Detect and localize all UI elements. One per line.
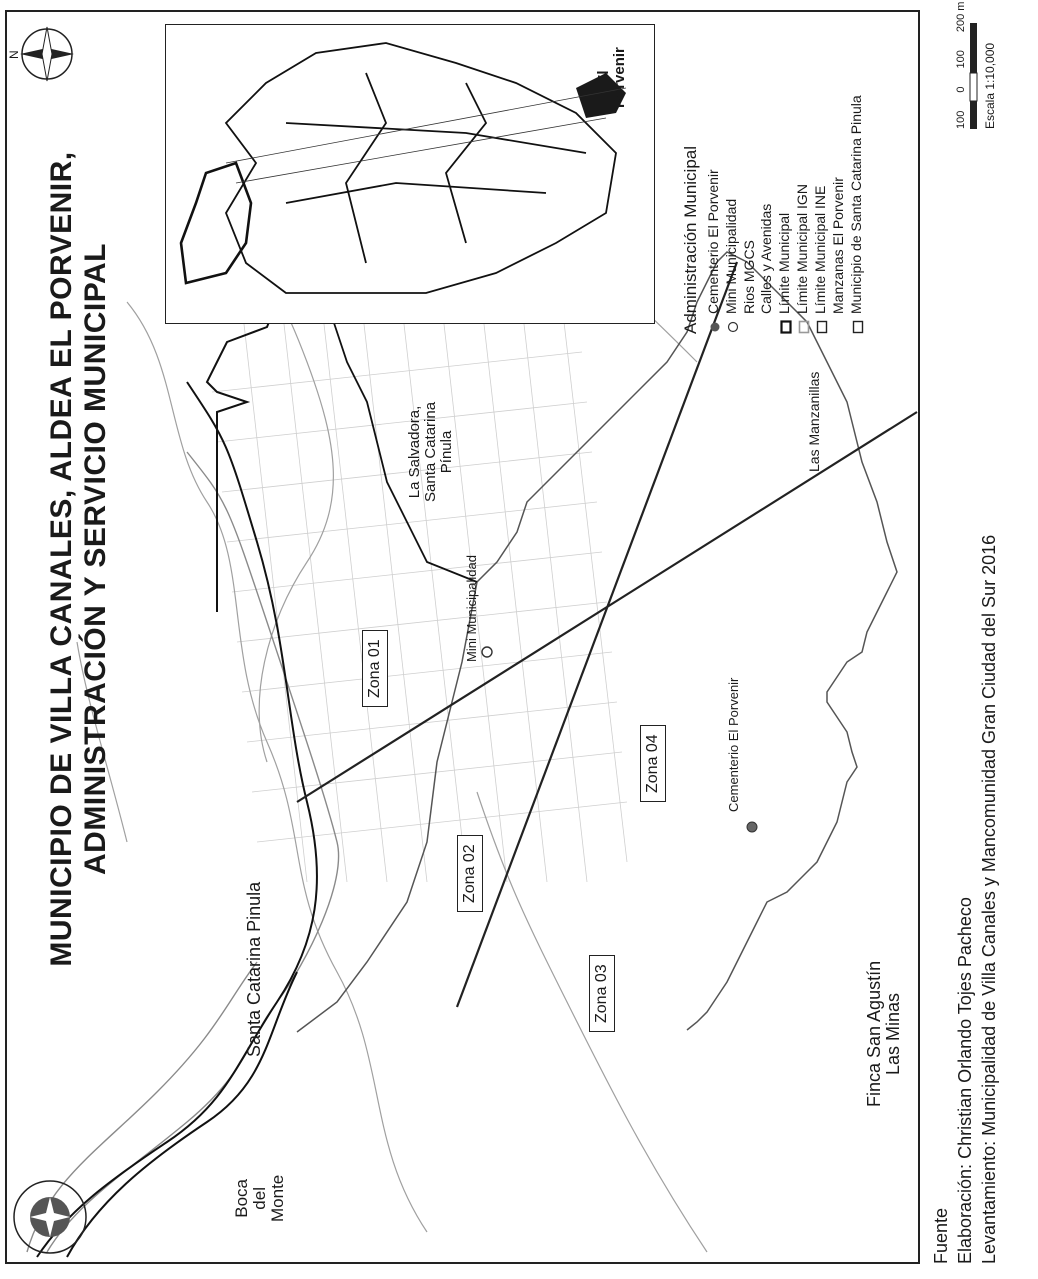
legend-label: Límite Municipal bbox=[776, 212, 793, 314]
scale-ticks: 100 0 100 200 m bbox=[955, 2, 967, 129]
zone-03-label: Zona 03 bbox=[589, 955, 615, 1032]
inset-porvenir-highlight bbox=[576, 73, 626, 118]
roads bbox=[76, 251, 708, 1253]
inset-canvas bbox=[179, 42, 627, 294]
legend-label: Cementerio El Porvenir bbox=[704, 169, 721, 314]
legend-label: Rios MGCS bbox=[740, 240, 757, 314]
footer-author: Elaboración: Christian Orlando Tojes Pac… bbox=[954, 897, 975, 1264]
legend-item: Calles y Avenidas bbox=[758, 95, 776, 334]
cementerio-label: Cementerio El Porvenir bbox=[726, 677, 741, 812]
scale-tick: 200 m bbox=[955, 1, 967, 33]
map-canvas bbox=[26, 251, 918, 1258]
boca-line-3: Monte bbox=[267, 1174, 287, 1222]
inset-map: El Porvenir bbox=[165, 24, 655, 324]
zone-dividers bbox=[296, 261, 918, 1008]
inset-region-outline bbox=[224, 42, 617, 294]
street-grid bbox=[211, 261, 628, 883]
legend-label: Mini Municipalidad bbox=[722, 198, 739, 314]
place-finca-san-agustin: Finca San Agustín Las Minas bbox=[864, 960, 903, 1107]
logo-seal-icon bbox=[13, 1180, 87, 1254]
footer-source: Fuente bbox=[931, 1207, 951, 1264]
legend-label: Municipio de Santa Catarina Pinula bbox=[848, 95, 864, 314]
title-line-1: MUNICIPIO DE VILLA CANALES, ALDEA EL POR… bbox=[45, 151, 78, 967]
map-frame: Santa Catarina Pinula Boca del Monte Fin… bbox=[5, 10, 920, 1264]
mini-municipalidad-label: Mini Municipalidad bbox=[464, 555, 479, 662]
map-legend: Administración Municipal Cementerio El P… bbox=[680, 95, 866, 334]
place-las-manzanillas: Las Manzanillas bbox=[806, 371, 822, 472]
boca-line-2: del bbox=[249, 1187, 269, 1210]
legend-item: Límite Municipal INE bbox=[812, 95, 830, 334]
scale-text: Escala 1:10,000 bbox=[983, 42, 997, 129]
place-santa-catarina: Santa Catarina Pinula bbox=[244, 881, 264, 1057]
zone-01-label: Zona 01 bbox=[362, 630, 388, 707]
legend-item: Cementerio El Porvenir bbox=[705, 95, 723, 334]
legend-item: Rios MGCS bbox=[741, 95, 759, 334]
box-icon bbox=[815, 320, 828, 334]
map-title: MUNICIPIO DE VILLA CANALES, ALDEA EL POR… bbox=[45, 89, 112, 1029]
legend-label: Manzanas El Porvenir bbox=[830, 177, 847, 314]
road-line-icon bbox=[761, 320, 773, 334]
river-line-icon bbox=[744, 320, 756, 334]
place-boca-del-monte: Boca del Monte bbox=[232, 1174, 287, 1222]
mancomunidad-logo bbox=[10, 1177, 95, 1257]
legend-item: Municipio de Santa Catarina Pinula bbox=[848, 95, 866, 334]
cementerio-marker bbox=[746, 821, 758, 833]
zone-02-label: Zona 02 bbox=[457, 835, 483, 912]
legend-item: Mini Municipalidad bbox=[723, 95, 741, 334]
place-la-salvadora: La Salvadora, Santa Catarina Pínula bbox=[406, 401, 455, 502]
inset-subdivisions bbox=[285, 72, 587, 264]
legend-label: Límite Municipal INE bbox=[812, 185, 829, 314]
footer-survey: Levantamiento: Municipalidad de Villa Ca… bbox=[978, 534, 999, 1264]
legend-item: Límite Municipal IGN bbox=[794, 95, 812, 334]
map-footer: Fuente Elaboración: Christian Orlando To… bbox=[930, 535, 1001, 1264]
legend-item: Límite Municipal bbox=[776, 95, 794, 334]
aldea-outline bbox=[296, 251, 898, 1033]
scale-tick: 0 bbox=[955, 86, 967, 93]
inset-leader-lines bbox=[225, 87, 627, 184]
salvadora-line-2: Santa Catarina bbox=[421, 401, 439, 502]
zone-04-label: Zona 04 bbox=[640, 725, 666, 802]
inset-label-line-1: El bbox=[595, 70, 612, 85]
box-thick-icon bbox=[779, 320, 792, 334]
scale-tick: 100 bbox=[955, 50, 967, 69]
finca-line-2: Las Minas bbox=[882, 992, 903, 1075]
scale-bar: 100 0 100 200 m Escala 1:10,000 bbox=[955, 2, 997, 129]
legend-label: Límite Municipal IGN bbox=[794, 184, 811, 314]
title-line-2: ADMINISTRACIÓN Y SERVICIO MUNICIPAL bbox=[78, 243, 112, 876]
scale-bar-graphic bbox=[969, 23, 978, 129]
salvadora-line-1: La Salvadora, bbox=[406, 405, 423, 499]
scale-tick: 100 bbox=[955, 110, 967, 129]
north-arrow: N bbox=[7, 19, 87, 89]
compass-north-label: N bbox=[7, 50, 21, 59]
salvadora-line-3: Pínula bbox=[437, 430, 455, 474]
inset-label-line-2: Porvenir bbox=[610, 47, 628, 108]
legend-label: Calles y Avenidas bbox=[758, 203, 775, 314]
legend-item: Manzanas El Porvenir bbox=[830, 95, 848, 334]
mini-municipalidad-marker bbox=[481, 646, 493, 658]
inset-satellite-outline bbox=[179, 161, 253, 285]
hollow-dot-icon bbox=[726, 320, 738, 334]
finca-line-1: Finca San Agustín bbox=[864, 960, 884, 1107]
legend-title: Administración Municipal bbox=[681, 145, 700, 334]
box-icon bbox=[851, 320, 864, 334]
inset-label: El Porvenir bbox=[595, 47, 628, 108]
boca-line-1: Boca bbox=[232, 1179, 251, 1218]
filled-dot-icon bbox=[708, 320, 720, 334]
compass-icon bbox=[20, 26, 74, 82]
manzana-icon bbox=[833, 320, 845, 334]
box-gray-icon bbox=[797, 320, 810, 334]
